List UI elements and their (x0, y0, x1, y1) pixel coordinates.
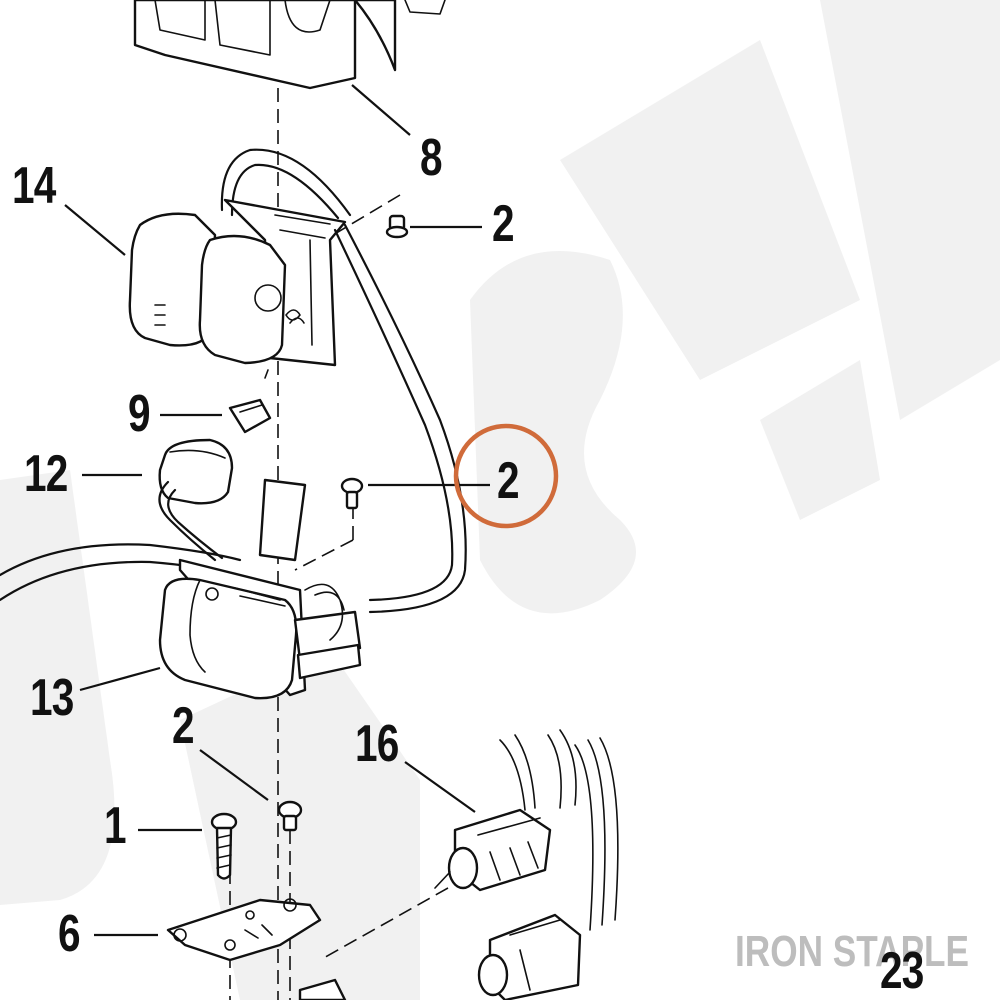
part-14-switch-assembly (128, 148, 352, 379)
callout-23: 23 (880, 942, 924, 1000)
callout-2-upper: 2 (492, 195, 515, 253)
callout-2-lower: 2 (172, 697, 195, 755)
part-13-module (158, 478, 362, 700)
screw-2-upper (385, 214, 409, 239)
callout-6: 6 (58, 905, 81, 963)
part-8-bracket (133, 0, 446, 90)
highlight-circle (453, 423, 559, 529)
callout-2-highlighted: 2 (497, 452, 520, 510)
part-16-switch (434, 729, 577, 892)
callout-1: 1 (104, 797, 127, 855)
callout-13: 13 (30, 669, 74, 727)
part-9-clip (228, 398, 272, 434)
part-12-connector (158, 438, 234, 562)
callout-12: 12 (24, 445, 68, 503)
callout-8: 8 (420, 129, 443, 187)
leader-lines (64, 84, 490, 937)
part-6-plate (166, 898, 347, 1000)
lower-switch (477, 737, 619, 1000)
watermark-text: IRON STAPLE (735, 927, 970, 976)
screw-2-lower (277, 800, 303, 832)
screw-1 (210, 812, 238, 880)
callout-14: 14 (12, 157, 56, 215)
callout-9: 9 (128, 385, 151, 443)
callout-16: 16 (355, 715, 399, 773)
screw-2-middle (340, 477, 364, 510)
